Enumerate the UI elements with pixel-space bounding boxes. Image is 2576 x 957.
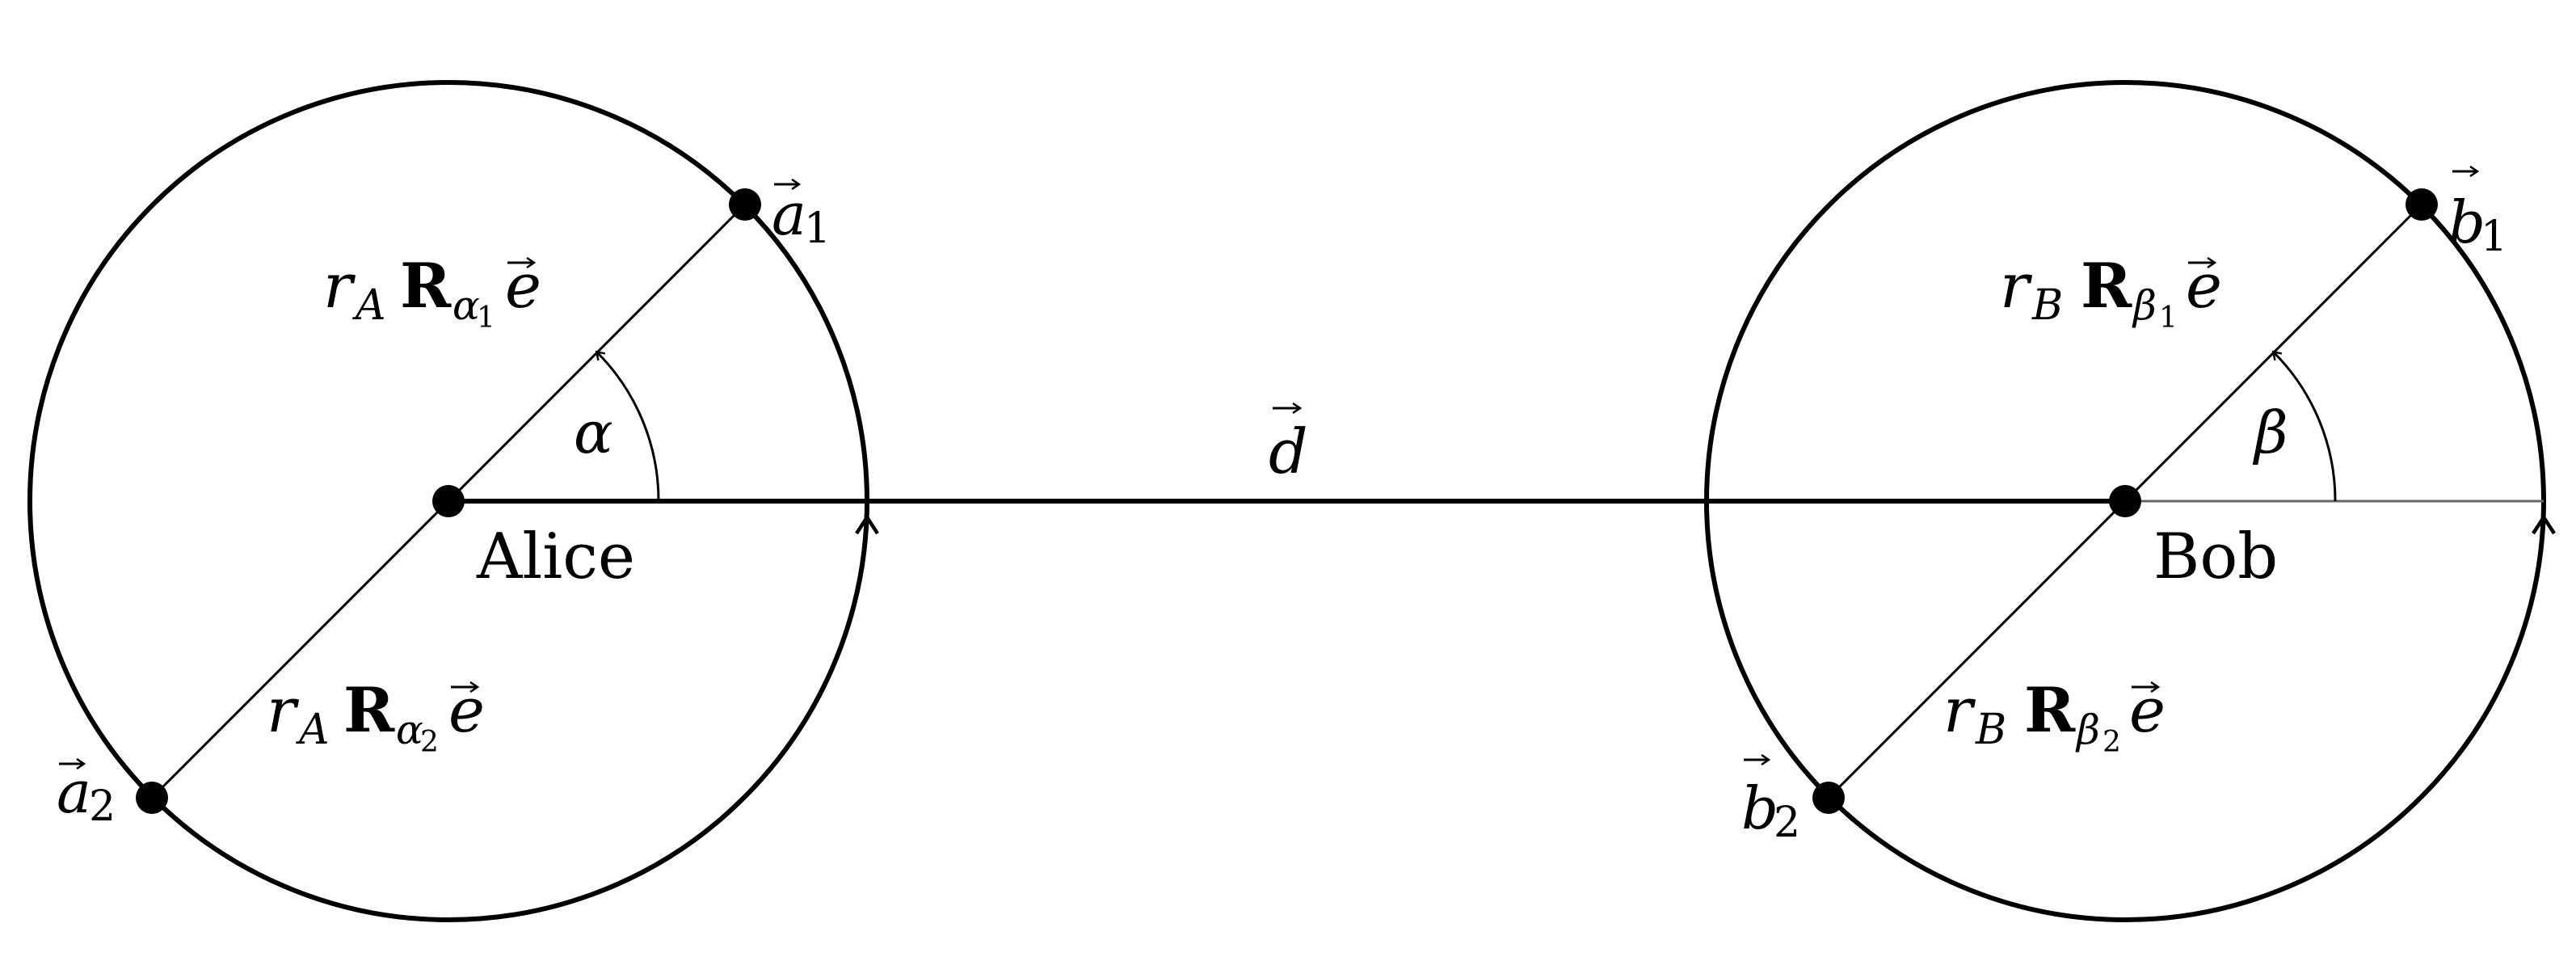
bob-group: Bob β b 1 b 2 r B R β 1 e r B R β bbox=[1704, 80, 2556, 922]
svg-text:b: b bbox=[2448, 188, 2486, 256]
label-a1: a 1 bbox=[772, 180, 831, 253]
vector-d-group: d bbox=[448, 408, 2125, 504]
bob-vector-2-label: r B R β 2 e bbox=[1943, 674, 2166, 759]
alice-label: Alice bbox=[476, 521, 635, 593]
svg-text:e: e bbox=[2186, 250, 2222, 322]
point-b1 bbox=[2406, 188, 2438, 221]
svg-text:1: 1 bbox=[2159, 301, 2178, 335]
svg-text:a: a bbox=[57, 758, 91, 826]
angle-beta-label: β bbox=[2252, 398, 2288, 466]
svg-text:1: 1 bbox=[804, 204, 831, 253]
svg-text:e: e bbox=[448, 674, 485, 746]
alice-vector-2-label: r A R α 2 e bbox=[267, 674, 485, 759]
point-a1 bbox=[729, 188, 761, 221]
svg-text:B: B bbox=[2031, 281, 2063, 330]
bob-center-point bbox=[2109, 485, 2141, 517]
alice-vector-1-label: r A R α 1 e bbox=[323, 250, 541, 335]
svg-text:β: β bbox=[2132, 282, 2157, 329]
svg-text:2: 2 bbox=[420, 726, 439, 759]
svg-text:e: e bbox=[505, 250, 541, 322]
svg-text:A: A bbox=[352, 281, 386, 330]
bob-label: Bob bbox=[2153, 521, 2278, 593]
point-a2 bbox=[136, 782, 168, 814]
svg-text:R: R bbox=[2081, 250, 2132, 322]
label-b2: b 2 bbox=[1741, 760, 1800, 847]
svg-text:1: 1 bbox=[477, 301, 495, 335]
bob-vector-1-label: r B R β 1 e bbox=[2000, 250, 2222, 335]
svg-text:b: b bbox=[1741, 774, 1778, 842]
label-a2: a 2 bbox=[57, 758, 116, 831]
svg-text:B: B bbox=[1975, 706, 2006, 754]
svg-text:r: r bbox=[267, 674, 300, 746]
svg-text:R: R bbox=[343, 674, 395, 746]
svg-text:α: α bbox=[452, 282, 480, 329]
vector-d-label: d bbox=[1269, 415, 1308, 487]
bob-angle-arc bbox=[2274, 352, 2337, 502]
svg-text:A: A bbox=[296, 706, 330, 754]
alice-circle-arrowhead bbox=[855, 513, 879, 535]
point-b2 bbox=[1812, 782, 1845, 814]
svg-text:2: 2 bbox=[2102, 726, 2121, 759]
svg-text:r: r bbox=[323, 250, 356, 322]
alice-angle-arc bbox=[597, 352, 660, 502]
svg-text:e: e bbox=[2129, 674, 2166, 746]
svg-text:α: α bbox=[396, 706, 423, 753]
angle-alpha-label: α bbox=[574, 398, 613, 466]
svg-text:r: r bbox=[1943, 674, 1976, 746]
svg-text:2: 2 bbox=[1774, 799, 1800, 847]
bob-circle-arrowhead bbox=[2532, 513, 2556, 535]
svg-text:a: a bbox=[772, 180, 806, 248]
svg-text:R: R bbox=[2024, 674, 2076, 746]
svg-text:1: 1 bbox=[2481, 213, 2507, 261]
svg-text:R: R bbox=[400, 250, 452, 322]
svg-text:β: β bbox=[2075, 706, 2100, 753]
svg-text:2: 2 bbox=[89, 782, 116, 831]
label-b1: b 1 bbox=[2448, 171, 2507, 261]
svg-text:r: r bbox=[2000, 250, 2033, 322]
alice-group: Alice α a 1 a 2 r A R α 1 e r A R bbox=[27, 80, 879, 922]
